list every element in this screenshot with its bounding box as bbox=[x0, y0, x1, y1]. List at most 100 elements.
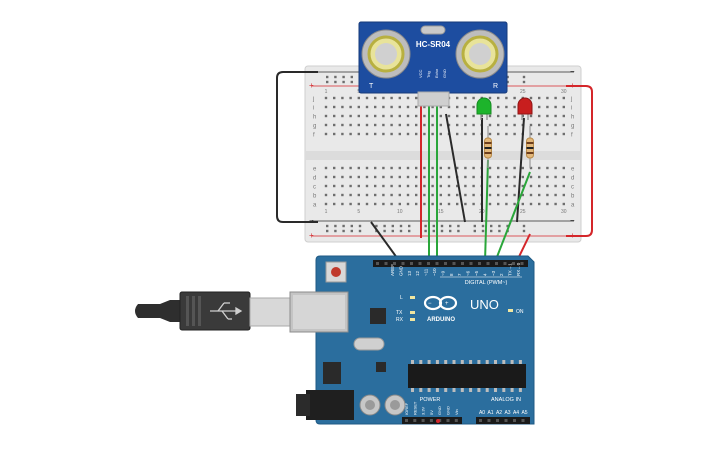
bottom-left-minus: − bbox=[309, 216, 314, 225]
row-letter-right: e bbox=[571, 167, 575, 173]
grid-hole bbox=[505, 184, 508, 188]
grid-hole bbox=[521, 166, 524, 170]
grid-hole bbox=[341, 123, 344, 127]
grid-hole bbox=[447, 123, 451, 127]
grid-hole bbox=[447, 184, 451, 188]
grid-hole bbox=[341, 184, 344, 188]
grid-hole bbox=[456, 114, 459, 118]
grid-hole bbox=[513, 166, 516, 170]
power-jack bbox=[306, 390, 354, 420]
grid-hole bbox=[374, 123, 377, 127]
grid-hole bbox=[415, 184, 418, 188]
grid-hole bbox=[497, 184, 500, 188]
grid-hole bbox=[423, 114, 426, 118]
grid-hole bbox=[538, 123, 541, 127]
grid-hole bbox=[382, 202, 385, 206]
grid-hole bbox=[554, 105, 557, 109]
grid-hole bbox=[390, 202, 393, 206]
led-green[interactable] bbox=[476, 97, 492, 120]
led-red[interactable] bbox=[517, 97, 533, 120]
grid-hole bbox=[488, 202, 492, 206]
rail-hole bbox=[342, 224, 345, 228]
digital-pin-label: ~6 bbox=[466, 270, 471, 276]
power-pin-label: RESET bbox=[412, 401, 417, 415]
sensor-pin-label: VCC bbox=[418, 69, 423, 78]
grid-hole bbox=[324, 114, 328, 118]
grid-hole bbox=[398, 202, 401, 206]
grid-hole bbox=[349, 166, 352, 170]
grid-hole bbox=[546, 105, 549, 109]
grid-hole bbox=[382, 184, 385, 188]
grid-hole bbox=[488, 123, 492, 127]
grid-hole bbox=[513, 132, 516, 136]
grid-hole bbox=[415, 96, 418, 100]
rail-hole bbox=[358, 229, 362, 233]
grid-hole bbox=[382, 114, 385, 118]
rail-hole bbox=[391, 229, 394, 233]
grid-hole bbox=[341, 193, 344, 197]
grid-hole bbox=[554, 132, 557, 136]
rail-hole bbox=[440, 224, 444, 228]
grid-hole bbox=[562, 114, 565, 118]
grid-hole bbox=[333, 105, 336, 109]
top-right-minus: − bbox=[570, 67, 575, 76]
grid-hole bbox=[382, 123, 385, 127]
grid-hole bbox=[464, 166, 467, 170]
grid-hole bbox=[415, 114, 418, 118]
bottom-left-plus: + bbox=[309, 231, 314, 240]
grid-hole bbox=[423, 123, 426, 127]
grid-hole bbox=[333, 166, 336, 170]
rail-hole bbox=[408, 229, 411, 233]
digital-pin-label: ~9 bbox=[440, 270, 445, 276]
resistor-green-led[interactable] bbox=[484, 126, 492, 168]
grid-hole bbox=[431, 202, 434, 206]
grid-hole bbox=[390, 175, 393, 179]
grid-hole bbox=[529, 96, 533, 100]
grid-hole bbox=[513, 202, 516, 206]
svg-text:+: + bbox=[445, 301, 449, 307]
grid-hole bbox=[349, 175, 352, 179]
grid-hole bbox=[488, 114, 492, 118]
grid-hole bbox=[505, 114, 508, 118]
grid-hole bbox=[382, 175, 385, 179]
grid-hole bbox=[415, 175, 418, 179]
sensor-pin-label: GND bbox=[442, 69, 447, 78]
grid-hole bbox=[390, 166, 393, 170]
grid-hole bbox=[398, 114, 401, 118]
grid-hole bbox=[431, 166, 434, 170]
rail-hole bbox=[350, 229, 353, 233]
grid-hole bbox=[357, 202, 360, 206]
rail-hole bbox=[481, 229, 485, 233]
rail-hole bbox=[457, 229, 460, 233]
grid-hole bbox=[406, 123, 410, 127]
rail-hole bbox=[522, 75, 526, 79]
sensor-gnd-wire bbox=[445, 113, 466, 223]
grid-hole bbox=[472, 132, 475, 136]
resistor-red-led[interactable] bbox=[526, 126, 534, 168]
grid-hole bbox=[406, 132, 410, 136]
grid-hole bbox=[538, 96, 541, 100]
grid-hole bbox=[497, 166, 500, 170]
column-number-top: 1 bbox=[325, 89, 328, 95]
digital-pin-label: 2 bbox=[499, 273, 504, 276]
column-number-bottom: 15 bbox=[438, 209, 444, 215]
digital-pin-label: ~10 bbox=[432, 268, 437, 276]
usb-cable[interactable] bbox=[135, 291, 293, 331]
grid-hole bbox=[546, 184, 549, 188]
grid-hole bbox=[341, 166, 344, 170]
rail-hole bbox=[326, 75, 329, 79]
grid-hole bbox=[529, 193, 533, 197]
digital-pin-label: AREF bbox=[390, 264, 395, 276]
rail-hole bbox=[326, 224, 329, 228]
grid-hole bbox=[464, 132, 467, 136]
grid-hole bbox=[333, 184, 336, 188]
grid-hole bbox=[349, 96, 352, 100]
grid-hole bbox=[538, 175, 541, 179]
rail-hole bbox=[473, 224, 476, 228]
grid-hole bbox=[357, 123, 360, 127]
grid-hole bbox=[341, 96, 344, 100]
